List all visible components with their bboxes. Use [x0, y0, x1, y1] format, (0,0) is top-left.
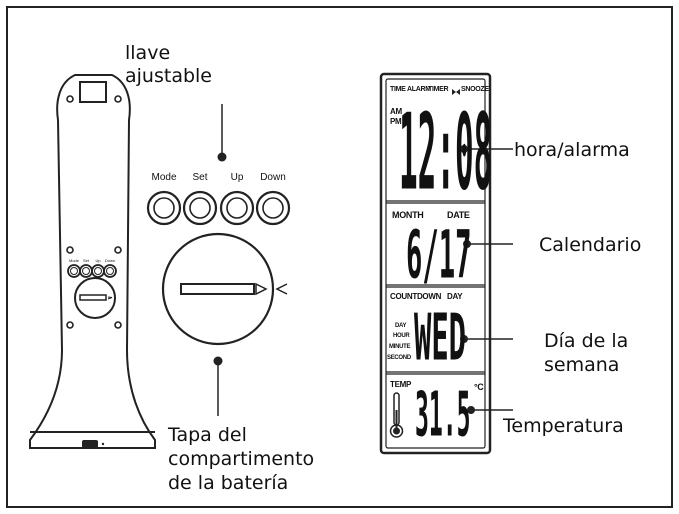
device-connector [82, 440, 98, 448]
lcd-am: AM [390, 107, 402, 116]
lcd-header-time: TIME [390, 86, 406, 93]
lcd-countdown: COUNTDOWN [390, 292, 442, 301]
lcd-leader-dots [460, 145, 475, 414]
lcd-temp-digits: 31.5 [415, 381, 471, 451]
callout-battery-line3: de la batería [168, 472, 289, 494]
device-battery-slot [79, 294, 107, 301]
lcd-unit-minute: MINUTE [389, 344, 411, 350]
lcd-date-digits: 6/17 [406, 218, 472, 294]
lcd-temp-unit: °C [474, 382, 484, 392]
callout-time: hora/alarma [514, 139, 630, 161]
lcd-header-alarm: ALARM [407, 86, 431, 93]
lcd-header-timer: TIMER [428, 86, 449, 93]
large-buttons [146, 190, 291, 226]
button-label-mode: Mode [151, 172, 177, 183]
button-label-down: Down [260, 172, 286, 183]
device-small-buttons [67, 264, 117, 278]
cover-arrow-outer [275, 283, 288, 295]
button-label-set: Set [192, 172, 208, 183]
battery-cover-slot [180, 283, 255, 295]
key-leader-dot [217, 152, 227, 162]
lcd-month: MONTH [392, 210, 424, 220]
device-small-buttons-inner [70, 267, 114, 275]
large-buttons-inner [153, 197, 284, 219]
button-label-up: Up [230, 172, 244, 183]
lcd-pm: PM [390, 117, 402, 126]
lcd-temp: TEMP [390, 380, 412, 389]
diagram-frame [6, 6, 673, 508]
device-label-down: Down [104, 258, 116, 263]
lcd-date: DATE [447, 210, 470, 220]
lcd-panel [379, 72, 492, 455]
callout-day-line2: semana [544, 354, 620, 376]
thermometer-icon [389, 392, 404, 438]
device-label-up: Up [95, 258, 101, 263]
device-label-set: Set [82, 258, 89, 263]
lcd-leader-lines [466, 148, 513, 411]
device-label-mode: Mode [68, 258, 79, 263]
callout-key-line1: llave [125, 42, 171, 64]
callout-day-line1: Día de la [544, 330, 629, 352]
lcd-bell-icon [452, 89, 460, 95]
lcd-unit-second: SECOND [387, 355, 411, 361]
cover-arrow-inner [255, 282, 268, 296]
lcd-header-snooze: SNOOZE [461, 86, 489, 93]
callout-calendar: Calendario [539, 234, 642, 256]
callout-key-line2: ajustable [125, 65, 212, 87]
callout-battery-line1: Tapa del [168, 424, 247, 446]
lcd-weekday: WED [414, 302, 467, 376]
lcd-day: DAY [447, 292, 463, 301]
callout-temperature: Temperatura [503, 415, 624, 437]
device-screws [66, 95, 122, 329]
device-body [29, 74, 156, 449]
lcd-unit-hour: HOUR [393, 333, 410, 339]
callout-battery-line2: compartimento [168, 448, 315, 470]
device-top-window [79, 81, 107, 103]
lcd-time-digits: 12:08 [399, 92, 493, 214]
lcd-unit-day: DAY [395, 323, 407, 329]
